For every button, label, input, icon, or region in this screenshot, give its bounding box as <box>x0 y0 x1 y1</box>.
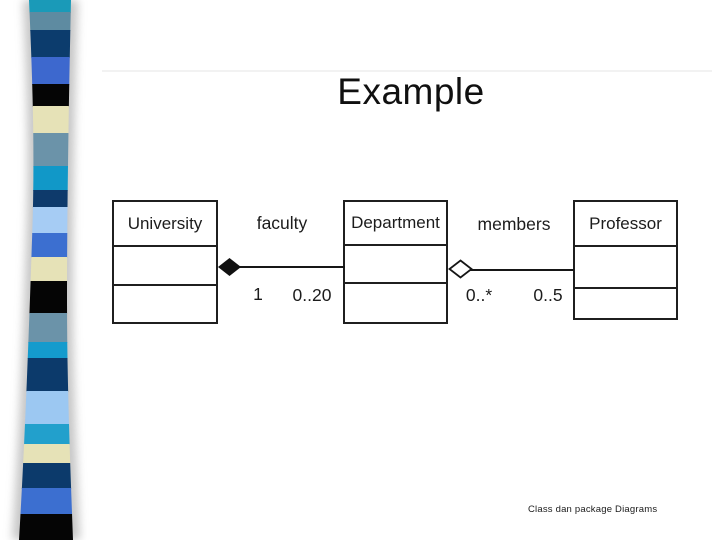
multiplicity-university-end: 1 <box>253 284 263 304</box>
operations-compartment <box>575 289 676 318</box>
multiplicity-department-end: 0..20 <box>292 285 332 305</box>
attributes-compartment <box>114 247 216 286</box>
association-label-faculty: faculty <box>256 213 308 233</box>
class-box-department: Department <box>343 200 448 324</box>
class-name-label: Department <box>345 202 446 246</box>
multiplicity-department-aggregation-end: 0..* <box>465 285 493 305</box>
filled-diamond-icon <box>218 258 241 276</box>
association-label-members: members <box>477 214 551 234</box>
multiplicity-professor-end: 0..5 <box>533 285 563 305</box>
class-box-professor: Professor <box>573 200 678 320</box>
association-line-members <box>470 269 574 271</box>
slide-title: Example <box>337 71 485 112</box>
class-name-label: University <box>114 202 216 247</box>
ribbon-stripes <box>19 0 73 540</box>
attributes-compartment <box>345 246 446 284</box>
class-box-university: University <box>112 200 218 324</box>
operations-compartment <box>345 284 446 322</box>
slide-footer: Class dan package Diagrams <box>528 504 658 515</box>
ribbon-decoration <box>12 0 80 540</box>
title-separator-line <box>102 70 712 72</box>
attributes-compartment <box>575 247 676 289</box>
hollow-diamond-icon <box>448 259 473 279</box>
operations-compartment <box>114 286 216 322</box>
association-line-faculty <box>239 266 345 268</box>
class-name-label: Professor <box>575 202 676 247</box>
